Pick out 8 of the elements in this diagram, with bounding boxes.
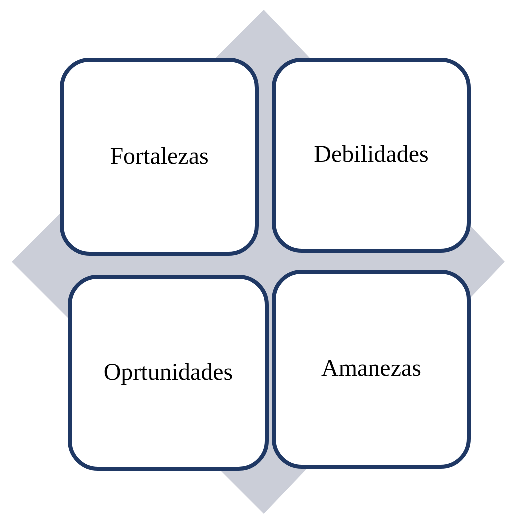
rounded-box [272, 270, 471, 469]
box-label: Amanezas [322, 356, 422, 383]
box-label: Oprtunidades [104, 360, 234, 386]
box-label: Debilidades [314, 142, 429, 169]
rounded-box [60, 58, 259, 256]
rounded-box [68, 275, 269, 471]
box-label: Fortalezas [110, 144, 209, 170]
rounded-box [272, 58, 471, 253]
